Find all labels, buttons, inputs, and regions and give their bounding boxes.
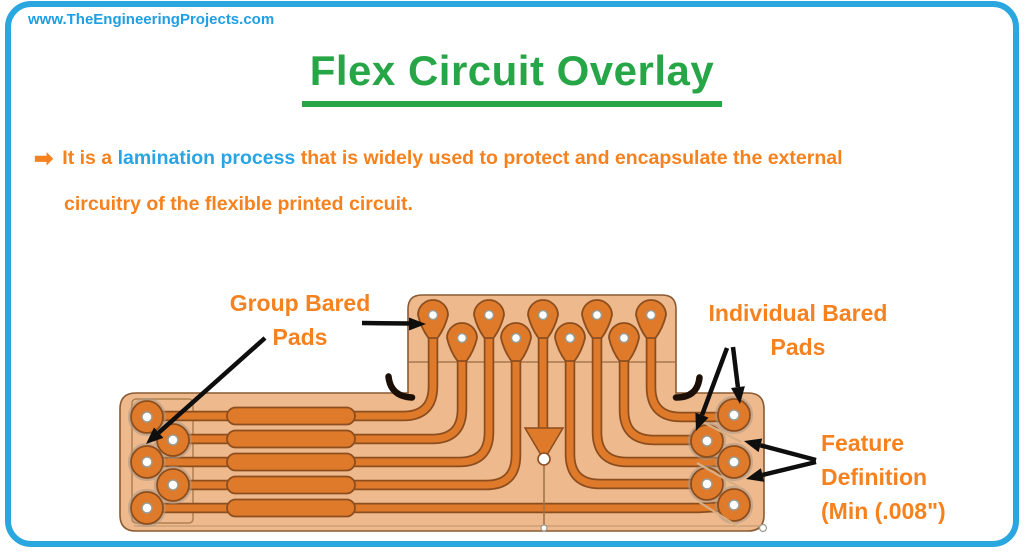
- arrow-individual-pads-right: [730, 346, 745, 404]
- label-individual-bared-pads-line2: Pads: [770, 334, 826, 360]
- circuit-substrate: [119, 294, 765, 532]
- label-group-bared-pads: Group Bared Pads: [205, 286, 395, 354]
- pad-holes: [141, 309, 740, 514]
- label-group-bared-pads-line2: Pads: [272, 324, 328, 350]
- trace-fills: [147, 322, 735, 512]
- feature-gap-slashes: [696, 418, 742, 528]
- trace-bars: [226, 406, 356, 518]
- arrow-right-icon: ➡: [34, 145, 54, 171]
- top-pads-row2: [446, 322, 640, 362]
- page-title: Flex Circuit Overlay: [301, 47, 723, 107]
- label-feature-definition-line2: Definition: [821, 464, 928, 490]
- label-feature-definition: Feature Definition (Min (.008"): [821, 426, 946, 528]
- label-feature-definition-line1: Feature: [821, 430, 905, 456]
- arrow-feature-definition-lower: [746, 459, 817, 482]
- annotation-arrows: [146, 317, 817, 482]
- page-title-wrap: Flex Circuit Overlay: [0, 47, 1024, 107]
- description-line-1: ➡ It is a lamination process that is wide…: [34, 145, 843, 172]
- description-line-2: circuitry of the flexible printed circui…: [64, 193, 413, 215]
- arrow-group-pads-diagonal: [146, 336, 267, 444]
- description-highlight: lamination process: [117, 147, 296, 169]
- label-feature-definition-line3: (Min (.008"): [821, 498, 946, 524]
- arrow-feature-definition-upper: [744, 438, 817, 463]
- arrow-individual-pads-left: [695, 347, 730, 431]
- site-url: www.TheEngineeringProjects.com: [28, 11, 275, 28]
- center-funnel: [523, 427, 565, 462]
- description-suffix: that is widely used to protect and encap…: [300, 147, 843, 169]
- corner-arc-marks: [385, 373, 703, 401]
- description-prefix: It is a: [62, 147, 113, 169]
- label-group-bared-pads-line1: Group Bared: [229, 290, 371, 316]
- center-tooling-hole: [537, 452, 768, 533]
- arrow-group-pads-right: [361, 317, 426, 331]
- label-individual-bared-pads-line1: Individual Bared: [708, 300, 888, 326]
- label-individual-bared-pads: Individual Bared Pads: [688, 296, 908, 364]
